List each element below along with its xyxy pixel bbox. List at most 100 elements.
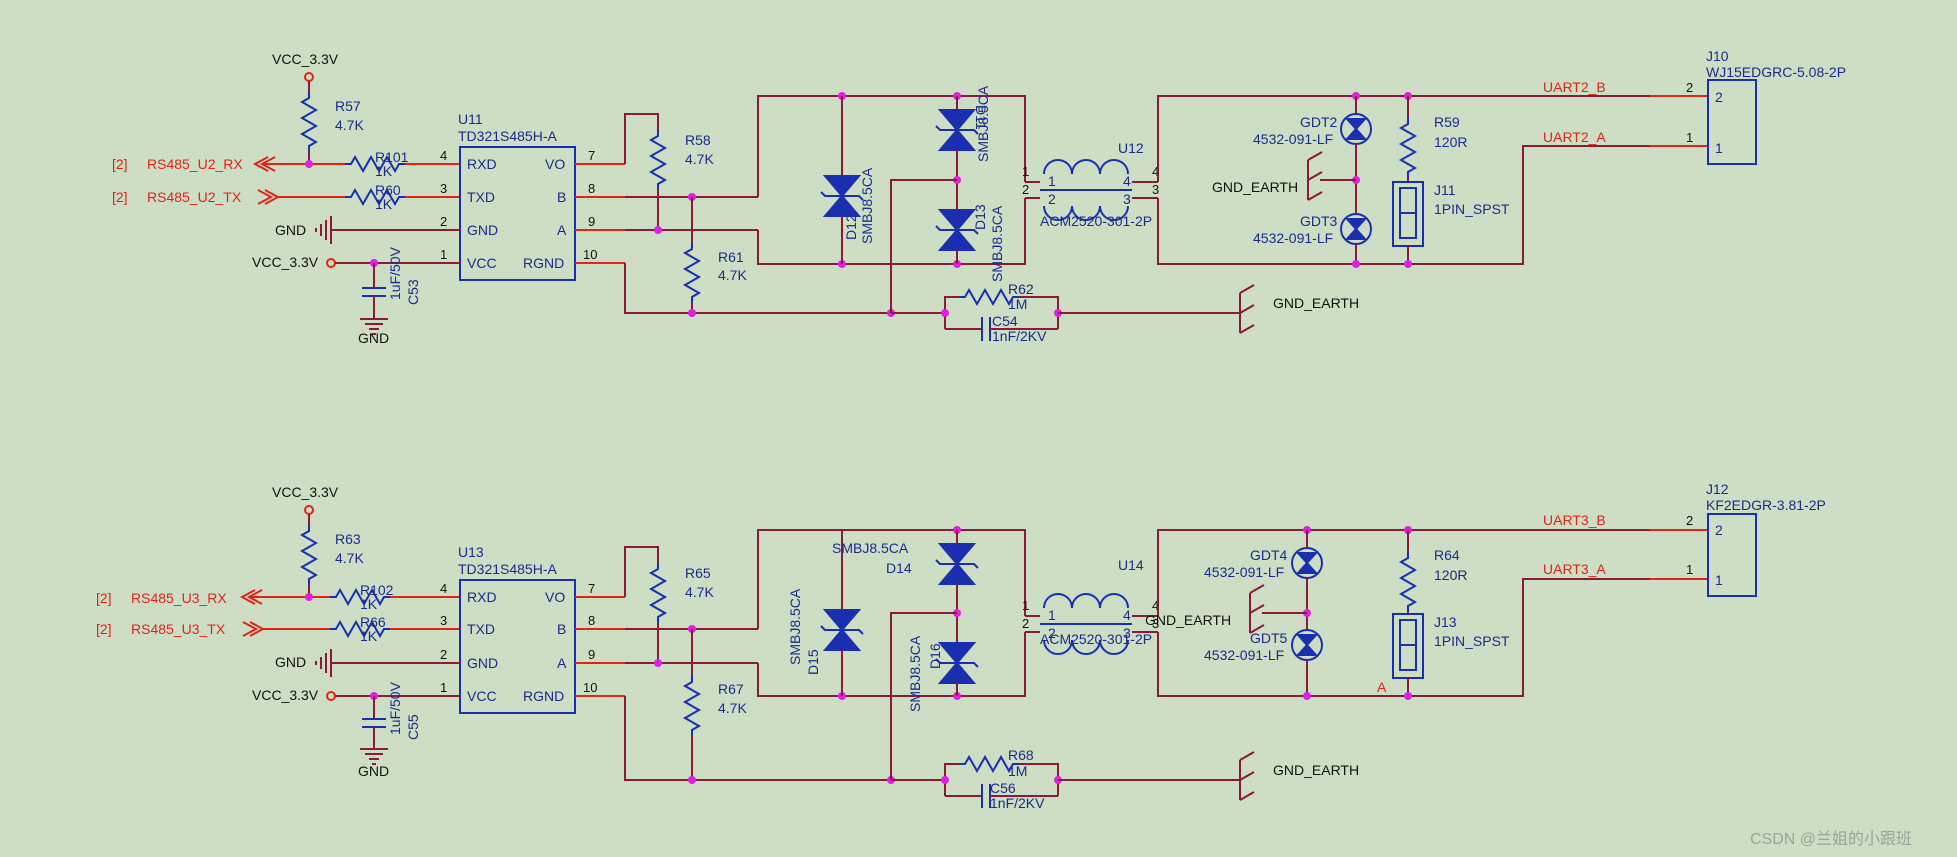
channel-top: VCC_3.3V R57 4.7K [2] RS485_U2_RX R101 1… (112, 48, 1846, 346)
d16-part: SMBJ8.5CA (907, 635, 923, 712)
d14-label: D14 (886, 560, 912, 576)
u14-part: ACM2520-301-2P (1040, 631, 1152, 647)
d16-label: D16 (927, 643, 943, 669)
d12-label: D12 (843, 214, 859, 240)
r61-value: 4.7K (718, 267, 747, 283)
svg-text:3: 3 (1123, 191, 1131, 207)
svg-text:8: 8 (588, 181, 595, 196)
svg-text:2: 2 (1048, 625, 1056, 641)
rs485-u3-rx-label: RS485_U3_RX (131, 590, 227, 606)
rs485-u3-tx-label: RS485_U3_TX (131, 621, 226, 637)
svg-text:1: 1 (1686, 130, 1693, 145)
r60-label: R60 (375, 182, 401, 198)
svg-text:3: 3 (440, 181, 447, 196)
svg-text:A: A (557, 655, 567, 671)
r102-label: R102 (360, 582, 394, 598)
svg-text:TXD: TXD (467, 621, 495, 637)
r64-label: R64 (1434, 547, 1460, 563)
svg-text:7: 7 (588, 581, 595, 596)
r57-value: 4.7K (335, 117, 364, 133)
vcc-label-pin: VCC_3.3V (252, 254, 319, 270)
gnd-earth-label-gdt: GND_EARTH (1212, 179, 1298, 195)
j11-part: 1PIN_SPST (1434, 201, 1510, 217)
c53-label: C53 (405, 279, 421, 305)
svg-text:2: 2 (1686, 513, 1693, 528)
r62-label: R62 (1008, 281, 1034, 297)
d14-part: SMBJ8.5CA (832, 540, 909, 556)
svg-text:2: 2 (1048, 191, 1056, 207)
svg-text:8: 8 (588, 613, 595, 628)
r59-label: R59 (1434, 114, 1460, 130)
svg-text:2: 2 (440, 647, 447, 662)
r63-label: R63 (335, 531, 361, 547)
gnd-label: GND (275, 654, 306, 670)
svg-text:B: B (557, 621, 566, 637)
u12-part: ACM2520-301-2P (1040, 213, 1152, 229)
j10-part: WJ15EDGRC-5.08-2P (1706, 64, 1846, 80)
svg-text:2: 2 (1686, 80, 1693, 95)
gdt5-part: 4532-091-LF (1204, 647, 1284, 663)
u12-label: U12 (1118, 140, 1144, 156)
svg-text:3: 3 (1152, 182, 1159, 197)
svg-text:1: 1 (1022, 598, 1029, 613)
u13-label: U13 (458, 544, 484, 560)
svg-text:1: 1 (1022, 164, 1029, 179)
svg-text:3: 3 (1123, 625, 1131, 641)
uart2-a-label: UART2_A (1543, 129, 1606, 145)
r62-value: 1M (1008, 296, 1027, 312)
c54-value: 1nF/2KV (992, 328, 1047, 344)
svg-text:VO: VO (545, 156, 565, 172)
svg-text:1: 1 (440, 680, 447, 695)
svg-text:4: 4 (440, 581, 447, 596)
r64-value: 120R (1434, 567, 1467, 583)
gdt5-label: GDT5 (1250, 630, 1288, 646)
svg-text:GND: GND (467, 222, 498, 238)
c56-label: C56 (990, 780, 1016, 796)
svg-text:2: 2 (1022, 182, 1029, 197)
r63-value: 4.7K (335, 550, 364, 566)
uart2-b-label: UART2_B (1543, 79, 1606, 95)
gnd-label-cap: GND (358, 763, 389, 779)
d12-part: SMBJ8.5CA (859, 167, 875, 244)
r61-label: R61 (718, 249, 744, 265)
r60-value: 1K (375, 196, 393, 212)
svg-text:RGND: RGND (523, 688, 564, 704)
r59-value: 120R (1434, 134, 1467, 150)
d15-part: SMBJ8.5CA (787, 588, 803, 665)
vcc-label-top: VCC_3.3V (272, 51, 339, 67)
r65-label: R65 (685, 565, 711, 581)
j13-part: 1PIN_SPST (1434, 633, 1510, 649)
gnd-earth-label: GND_EARTH (1273, 762, 1359, 778)
d11-part: SMBJ8.5CA (975, 85, 991, 162)
svg-text:RXD: RXD (467, 156, 497, 172)
gdt2-label: GDT2 (1300, 114, 1338, 130)
svg-text:VCC: VCC (467, 255, 497, 271)
svg-text:4: 4 (1123, 607, 1131, 623)
r65-value: 4.7K (685, 584, 714, 600)
r58-label: R58 (685, 132, 711, 148)
gnd-label: GND (275, 222, 306, 238)
rs485-u2-rx-label: RS485_U2_RX (147, 156, 243, 172)
r57-label: R57 (335, 98, 361, 114)
svg-text:VCC: VCC (467, 688, 497, 704)
svg-text:4: 4 (1123, 173, 1131, 189)
svg-text:2: 2 (440, 214, 447, 229)
a-marker: A (1377, 679, 1387, 695)
svg-text:1: 1 (1048, 607, 1056, 623)
d13-label: D13 (972, 204, 988, 230)
svg-text:3: 3 (440, 613, 447, 628)
r67-label: R67 (718, 681, 744, 697)
u11-part: TD321S485H-A (458, 128, 557, 144)
svg-text:10: 10 (583, 247, 597, 262)
gnd-label-cap: GND (358, 330, 389, 346)
r102-value: 1K (360, 596, 378, 612)
ref-label: [2] (96, 621, 112, 637)
c56-value: 1nF/2KV (990, 795, 1045, 811)
svg-text:7: 7 (588, 148, 595, 163)
r68-label: R68 (1008, 747, 1034, 763)
svg-text:9: 9 (588, 647, 595, 662)
r101-value: 1K (375, 163, 393, 179)
gnd-earth-label: GND_EARTH (1273, 295, 1359, 311)
svg-text:9: 9 (588, 214, 595, 229)
